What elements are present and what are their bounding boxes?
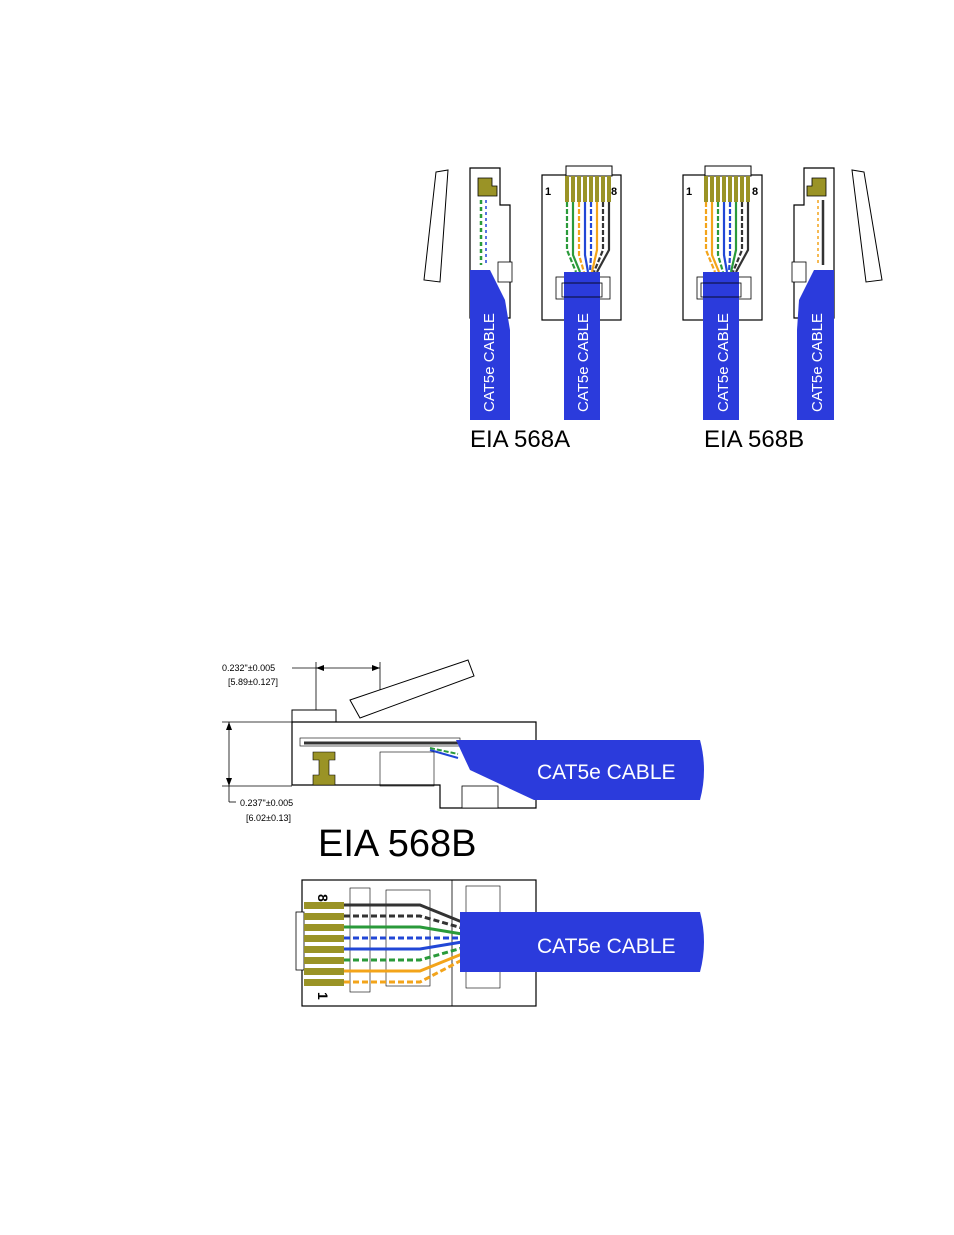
568a-side-connector: [423, 167, 513, 420]
568b-wires: [704, 202, 750, 273]
eia-568a-title: EIA 568A: [470, 426, 570, 453]
top-figure: 1 8 1 8 CAT5e CABLE CAT5e CABLE CAT5e CA…: [423, 165, 883, 453]
568b-side-horizontal-connector: [291, 659, 704, 809]
568a-contacts: [565, 176, 611, 202]
dimension-lines: [222, 662, 381, 803]
height-dimension-mm: [6.02±0.13]: [246, 813, 291, 823]
568b-side-cable-label: CAT5e CABLE: [809, 313, 826, 412]
568a-pin-8-label: 8: [611, 186, 617, 198]
568b-top-wires: [344, 903, 463, 984]
568b-top-contacts: [304, 902, 344, 986]
bottom-figure: 0.232"±0.005 [5.89±0.127] 0.237"±0.005 […: [222, 659, 704, 1007]
568b-pin-1-label: 1: [686, 186, 692, 198]
568a-wires: [565, 202, 611, 273]
568a-front-cable-label: CAT5e CABLE: [575, 313, 592, 412]
bottom-pin-1-label: 1: [315, 992, 331, 1000]
top-cable-label: CAT5e CABLE: [537, 935, 676, 958]
bottom-pin-8-label: 8: [315, 894, 331, 902]
568b-top-horizontal-connector: [295, 879, 704, 1007]
568b-side-connector: [791, 167, 883, 420]
side-cable-label: CAT5e CABLE: [537, 761, 676, 784]
width-dimension-inch: 0.232"±0.005: [222, 663, 275, 673]
568a-pin-1-label: 1: [545, 186, 551, 198]
height-dimension-inch: 0.237"±0.005: [240, 798, 293, 808]
width-dimension-mm: [5.89±0.127]: [228, 677, 278, 687]
568b-front-connector: [682, 165, 763, 420]
568b-front-cable-label: CAT5e CABLE: [715, 313, 732, 412]
568b-pin-8-label: 8: [752, 186, 758, 198]
568a-side-cable-label: CAT5e CABLE: [481, 313, 498, 412]
eia-568b-bottom-title: EIA 568B: [318, 823, 476, 865]
568a-front-connector: [541, 165, 622, 420]
eia-568b-title: EIA 568B: [704, 426, 804, 453]
568b-contacts: [704, 176, 750, 202]
